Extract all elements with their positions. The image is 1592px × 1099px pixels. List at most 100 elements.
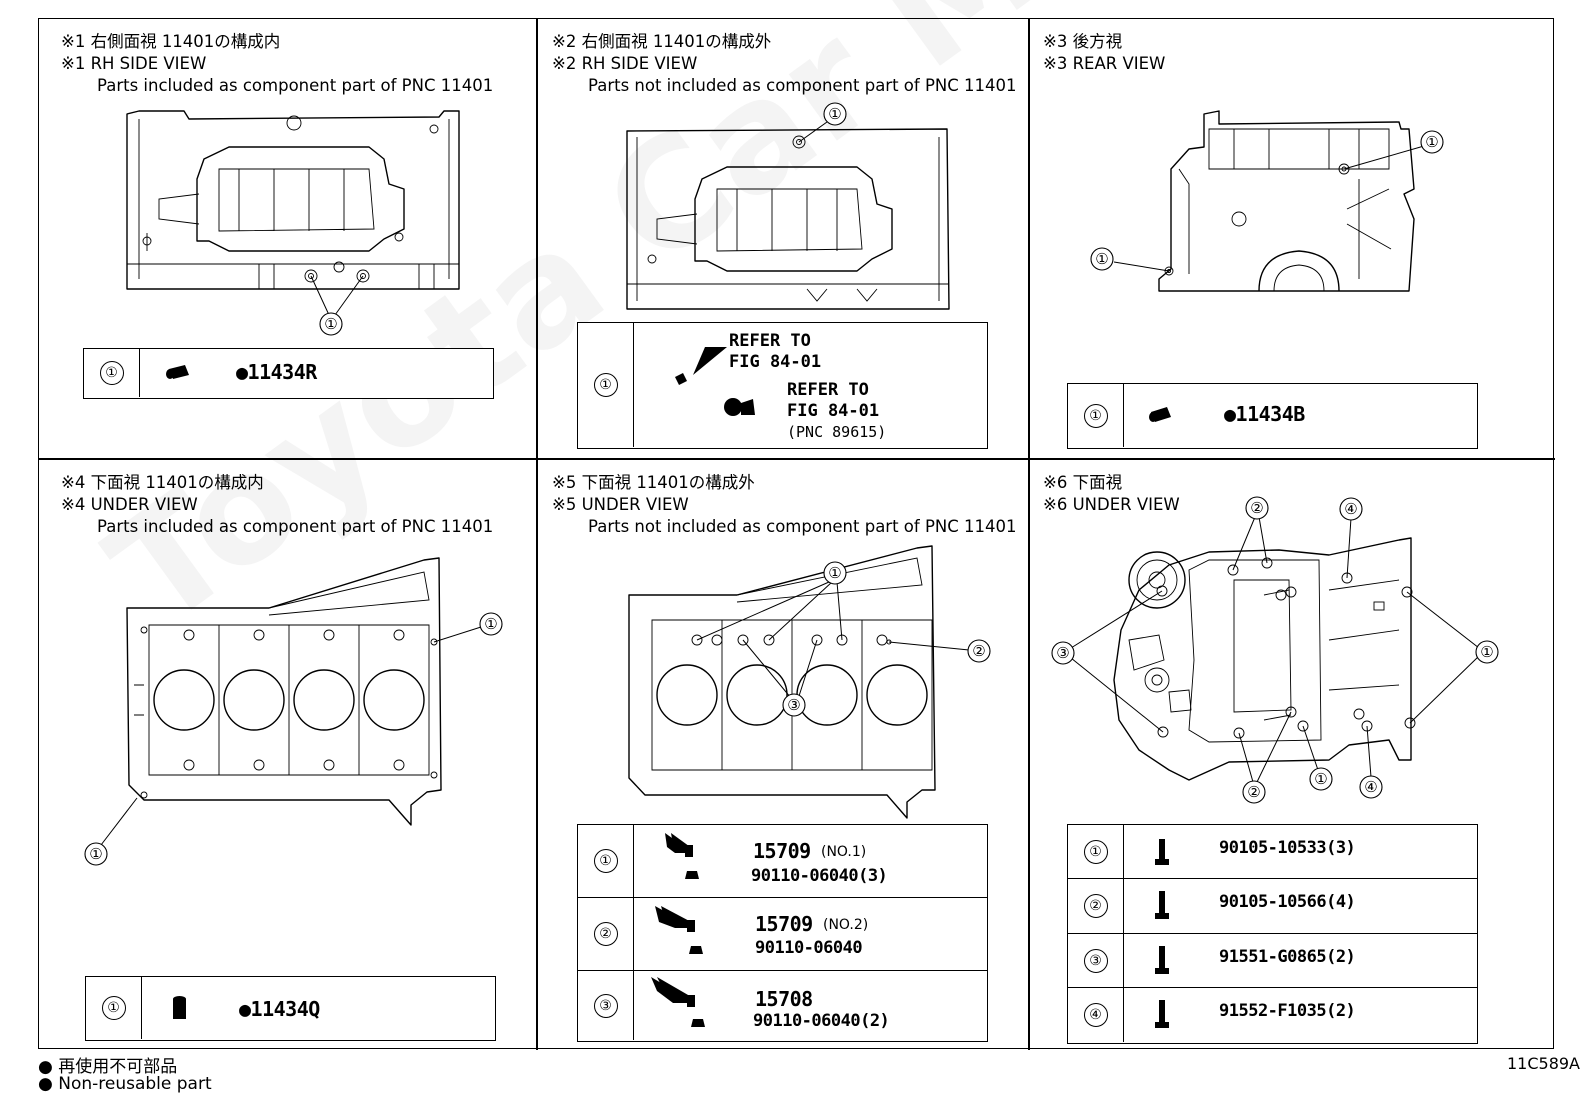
section-title-en: ※2 RH SIDE VIEW <box>552 54 698 73</box>
row-number: ② <box>578 898 634 970</box>
bolt-icon <box>1155 839 1169 865</box>
row-number: ① <box>578 323 634 447</box>
parts-table: ① ●11434Q <box>85 976 496 1041</box>
callout-1: ① <box>484 615 497 633</box>
section-title-ja: ※2 右側面視 11401の構成外 <box>552 32 772 51</box>
bolt-icon <box>1155 891 1169 919</box>
parts-row: ④ 91552-F1035(2) <box>1068 988 1477 1042</box>
part-number-90110-06040[interactable]: 90110-06040(3) <box>751 866 888 886</box>
section-note: Parts included as component part of PNC … <box>97 76 494 95</box>
grid-divider <box>39 458 1555 460</box>
oil-jet-icon <box>665 833 699 879</box>
section-title-ja: ※1 右側面視 11401の構成内 <box>61 32 281 51</box>
parts-table: ① ●11434R <box>83 348 494 399</box>
callout-3: ③ <box>1056 644 1069 662</box>
block-under-drawing: ② ④ ① ③ ② ① ④ <box>1051 496 1499 804</box>
part-number-11434Q[interactable]: ●11434Q <box>239 997 320 1021</box>
row-number: ① <box>578 825 634 897</box>
oil-jet-icon <box>655 906 703 954</box>
callout-3: ③ <box>787 696 800 714</box>
parts-row: ① ●11434B <box>1068 384 1477 447</box>
pnc-label: (PNC 89615) <box>787 423 887 441</box>
row-number: ③ <box>578 971 634 1040</box>
part-number-90105-10533[interactable]: 90105-10533(3) <box>1219 838 1356 858</box>
part-number-90110-06040[interactable]: 90110-06040(2) <box>753 1011 890 1031</box>
section-header: ※6 下面視 ※6 UNDER VIEW <box>1043 472 1180 516</box>
section-title-en: ※6 UNDER VIEW <box>1043 495 1180 514</box>
bolt-and-sensor-icon <box>675 347 755 416</box>
parts-row: ② 90105-10566(4) <box>1068 879 1477 934</box>
section-title-ja: ※6 下面視 <box>1043 473 1123 492</box>
row-body: 15708 90110-06040(2) <box>635 971 987 1040</box>
part-number-11434B[interactable]: ●11434B <box>1224 402 1305 426</box>
row-number: ① <box>86 977 142 1039</box>
part-number-15708[interactable]: 15708 <box>755 987 813 1011</box>
section-note: Parts included as component part of PNC … <box>97 517 494 536</box>
row-number: ③ <box>1068 934 1124 987</box>
refer-note-1: REFER TO FIG 84-01 <box>729 331 822 372</box>
parts-row: ① ●11434Q <box>86 977 495 1039</box>
row-body: ●11434Q <box>143 977 495 1039</box>
grid-divider <box>1028 19 1030 1050</box>
part-number-90105-10566[interactable]: 90105-10566(4) <box>1219 892 1356 912</box>
row-number: ① <box>1068 825 1124 878</box>
section-note: Parts not included as component part of … <box>588 517 1017 536</box>
callout-1: ① <box>1425 133 1438 151</box>
section-note: Parts not included as component part of … <box>588 76 1017 95</box>
parts-row: ② 15709 (NO.2) 90110-06040 <box>578 898 987 971</box>
section-2-rh-side-view: ※2 右側面視 11401の構成外 ※2 RH SIDE VIEW Parts … <box>537 19 1028 458</box>
part-number-15709[interactable]: 15709 <box>753 839 811 863</box>
block-rh-side-drawing: ① <box>626 102 950 310</box>
section-header: ※5 下面視 11401の構成外 ※5 UNDER VIEW Parts not… <box>552 472 1017 538</box>
parts-row: ③ 91551-G0865(2) <box>1068 934 1477 988</box>
parts-table: ① 15709 (NO.1) 90110-06040(3) <box>577 824 988 1042</box>
grid-divider <box>536 19 538 1050</box>
callout-2: ② <box>972 642 985 660</box>
diagram-sheet: ※1 右側面視 11401の構成内 ※1 RH SIDE VIEW Parts … <box>38 18 1555 1050</box>
section-title-ja: ※3 後方視 <box>1043 32 1123 51</box>
section-header: ※3 後方視 ※3 REAR VIEW <box>1043 31 1165 75</box>
parts-row: ① 15709 (NO.1) 90110-06040(3) <box>578 825 987 898</box>
dowel-icon <box>173 996 186 1019</box>
section-title-en: ※4 UNDER VIEW <box>61 495 198 514</box>
section-1-rh-side-view: ※1 右側面視 11401の構成内 ※1 RH SIDE VIEW Parts … <box>39 19 536 458</box>
callout-1: ① <box>324 315 337 333</box>
figure-id: 11C589A <box>1506 1054 1580 1073</box>
block-under-drawing: ① ① <box>84 557 503 866</box>
part-number-11434R[interactable]: ●11434R <box>236 360 317 384</box>
callout-2: ② <box>1250 499 1263 517</box>
part-number-91551-G0865[interactable]: 91551-G0865(2) <box>1219 947 1356 967</box>
block-rear-drawing: ① ① <box>1090 110 1444 292</box>
callout-1: ① <box>828 105 841 123</box>
row-body: 15709 (NO.1) 90110-06040(3) <box>635 825 987 897</box>
block-under-drawing: ① ③ ② <box>628 545 991 819</box>
block-rh-side-drawing: ① <box>126 110 460 336</box>
section-5-under-view: ※5 下面視 11401の構成外 ※5 UNDER VIEW Parts not… <box>537 460 1028 1050</box>
parts-row: ① 90105-10533(3) <box>1068 825 1477 879</box>
part-variant-note: (NO.2) <box>823 917 869 933</box>
parts-table: ① 90105-10533(3) ② <box>1067 824 1478 1044</box>
refer-note-2: REFER TO FIG 84-01 (PNC 89615) <box>787 380 887 441</box>
part-number-91552-F1035[interactable]: 91552-F1035(2) <box>1219 1001 1356 1021</box>
fig-reference-link[interactable]: FIG 84-01 <box>729 352 822 372</box>
row-body: 15709 (NO.2) 90110-06040 <box>635 898 987 970</box>
callout-2: ② <box>1247 783 1260 801</box>
parts-row: ① ●11434R <box>84 349 493 397</box>
parts-table: ① REFER TO FIG 84-01 <box>577 322 988 449</box>
part-variant-note: (NO.1) <box>821 844 867 860</box>
fig-reference-link[interactable]: FIG 84-01 <box>787 401 880 421</box>
parts-table: ① ●11434B <box>1067 383 1478 449</box>
section-title-en: ※1 RH SIDE VIEW <box>61 54 207 73</box>
parts-row: ③ 15708 90110-06040(2) <box>578 971 987 1040</box>
part-number-90110-06040[interactable]: 90110-06040 <box>755 938 863 958</box>
section-title-en: ※3 REAR VIEW <box>1043 54 1166 73</box>
row-number: ① <box>1068 384 1124 447</box>
part-number-15709[interactable]: 15709 <box>755 912 813 936</box>
callout-1: ① <box>1480 643 1493 661</box>
section-4-under-view: ※4 下面視 11401の構成内 ※4 UNDER VIEW Parts inc… <box>39 460 536 1050</box>
callout-4: ④ <box>1344 500 1357 518</box>
legend-en: ● Non-reusable part <box>38 1074 212 1094</box>
callout-1: ① <box>828 564 841 582</box>
section-title-ja: ※4 下面視 11401の構成内 <box>61 473 264 492</box>
bolt-icon <box>1155 946 1169 974</box>
